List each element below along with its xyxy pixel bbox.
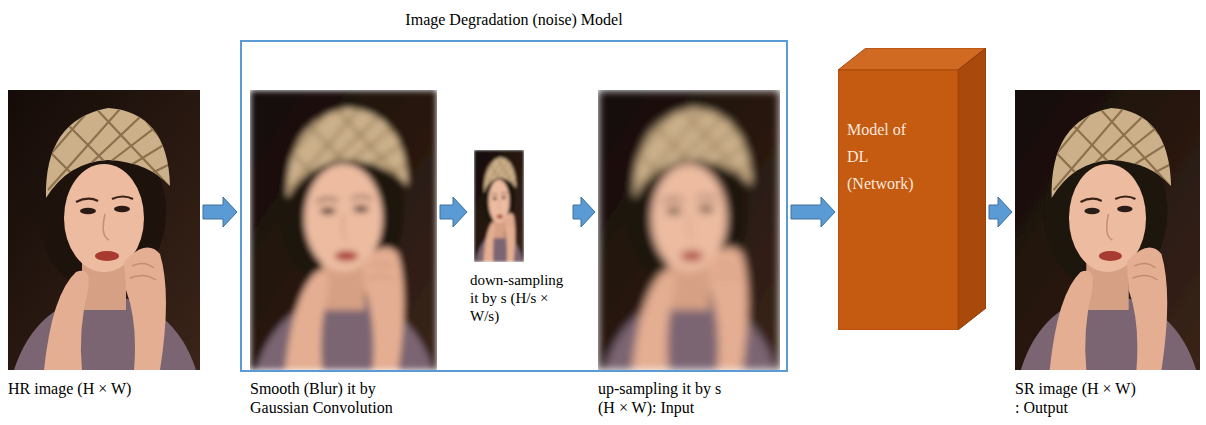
block-arrow: [440, 197, 467, 227]
block-arrow: [989, 197, 1012, 227]
caption: SR image (H × W) : Output: [1015, 379, 1142, 417]
image-panel: Smooth (Blur) it by Gaussian Convolution: [250, 90, 437, 417]
box-title: Image Degradation (noise) Model: [242, 10, 786, 29]
photo-area: [598, 90, 780, 370]
upsampled-photo-image: [598, 90, 780, 370]
sr-photo-image: [1015, 90, 1200, 370]
blurred-photo-image: [250, 90, 437, 370]
photo-area: [1015, 90, 1200, 370]
image-panel: HR image (H × W): [8, 90, 200, 398]
upsampled-photo: [598, 90, 780, 370]
block-label: Model of DL (Network): [847, 116, 921, 198]
photo-area: [8, 90, 200, 370]
degradation-box: Image Degradation (noise) ModelSmooth (B…: [240, 40, 788, 372]
blurred-photo: [250, 90, 437, 370]
block-arrow: [203, 197, 237, 227]
caption: Smooth (Blur) it by Gaussian Convolution: [250, 379, 437, 417]
caption: down-sampling it by s (H/s × W/s): [470, 271, 570, 325]
small-photo-image: [474, 150, 524, 262]
cuboid-side: [958, 48, 986, 330]
photo-area: [470, 150, 570, 262]
image-panel: up-sampling it by s (H × W): Input: [598, 90, 780, 417]
block-arrow: [791, 197, 835, 227]
network-block: Model of DL (Network): [838, 48, 986, 330]
block-arrow: [573, 197, 595, 227]
image-panel: SR image (H × W) : Output: [1015, 90, 1200, 417]
cuboid-front: [838, 70, 958, 330]
photo-area: [250, 90, 437, 370]
image-panel: down-sampling it by s (H/s × W/s): [470, 150, 570, 325]
hr-photo: [8, 90, 200, 370]
small-photo: [474, 150, 524, 262]
caption: HR image (H × W): [8, 379, 200, 398]
sr-photo: [1015, 90, 1200, 370]
caption: up-sampling it by s (H × W): Input: [598, 379, 728, 417]
